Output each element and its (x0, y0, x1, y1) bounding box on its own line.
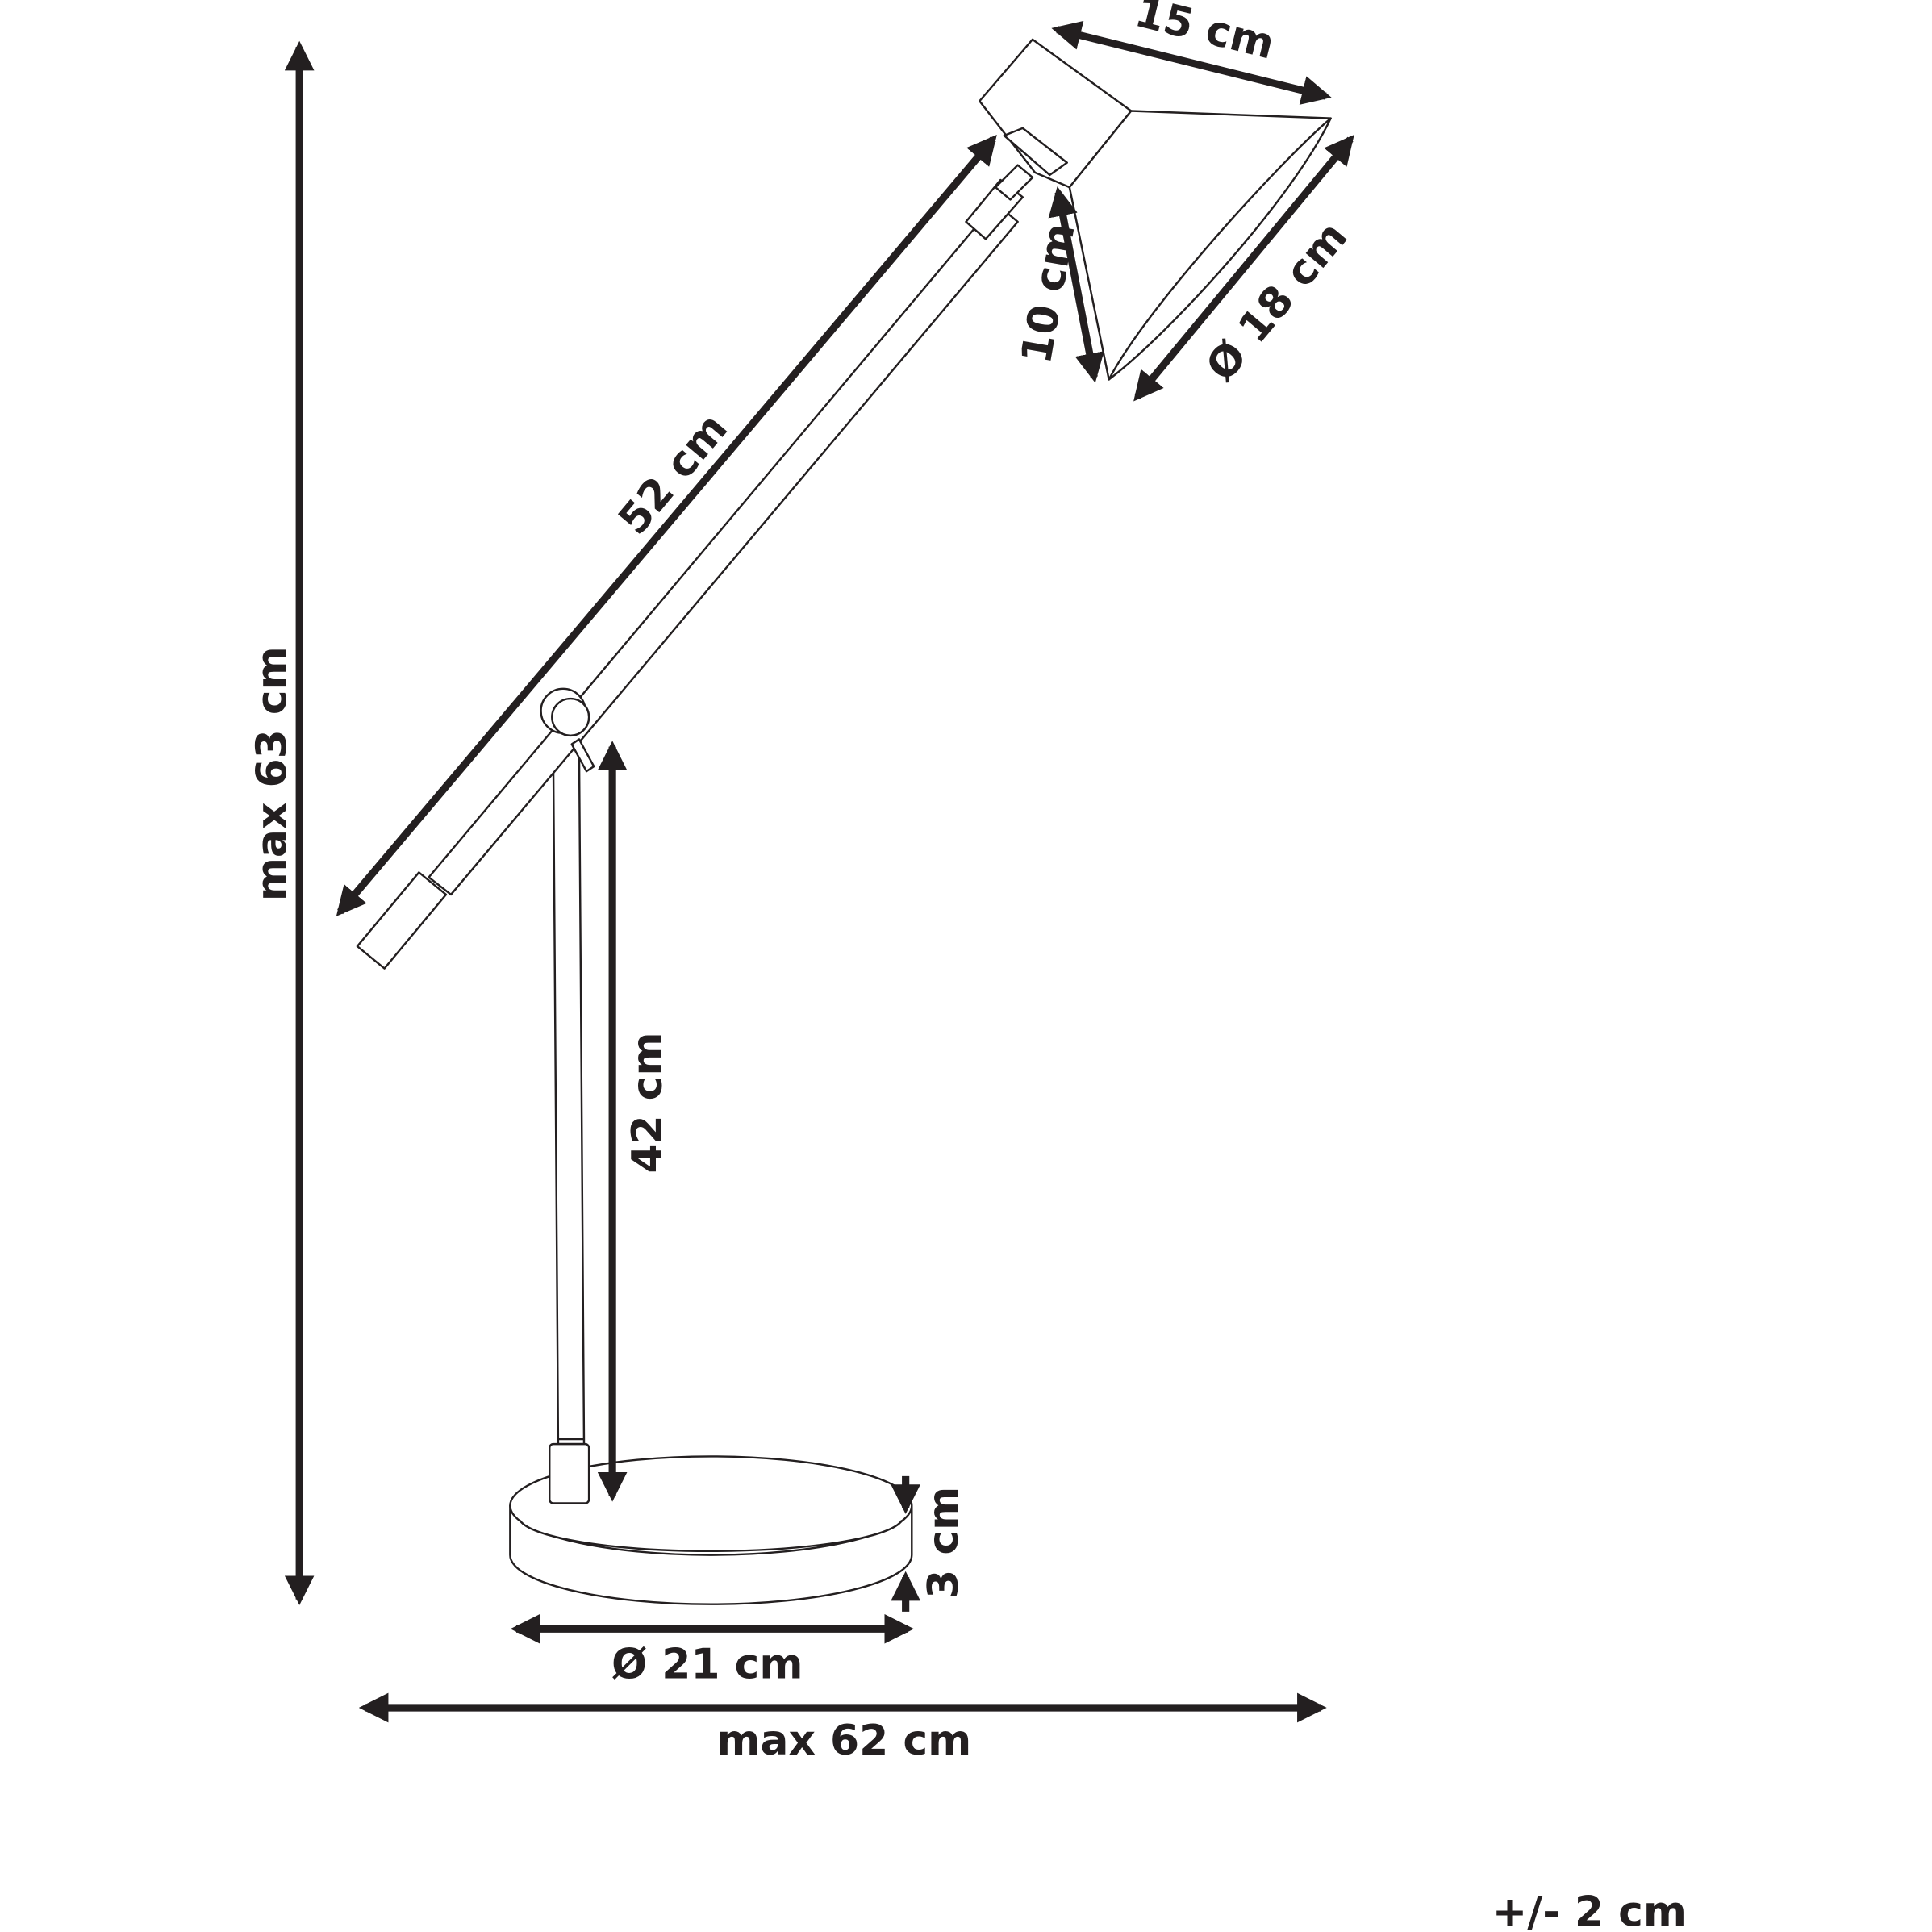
shade-height-label: 10 cm (1012, 219, 1085, 367)
shade-height-arrow (1048, 186, 1104, 383)
lamp-drawing (356, 38, 1332, 1605)
tolerance-note: +/- 2 cm (1492, 1888, 1687, 1932)
shade-diameter-arrow (1133, 134, 1354, 402)
dimension-labels: 15 cm 52 cm 10 cm Ø 18 cm max 63 cm 42 c… (248, 0, 1687, 1932)
shade-length-label: 15 cm (1130, 0, 1279, 69)
base-diameter-label: Ø 21 cm (611, 1640, 803, 1688)
dimension-arrows (284, 20, 1354, 1723)
base-height-label: 3 cm (920, 1487, 968, 1599)
lamp-stem (549, 744, 590, 1504)
max-height-label: max 63 cm (248, 646, 296, 901)
max-width-label: max 62 cm (716, 1717, 971, 1765)
arm-length-arrow (336, 134, 997, 916)
lamp-arm (356, 164, 1034, 970)
shade-length-arrow (1051, 20, 1332, 105)
stem-height-label: 42 cm (624, 1032, 672, 1173)
